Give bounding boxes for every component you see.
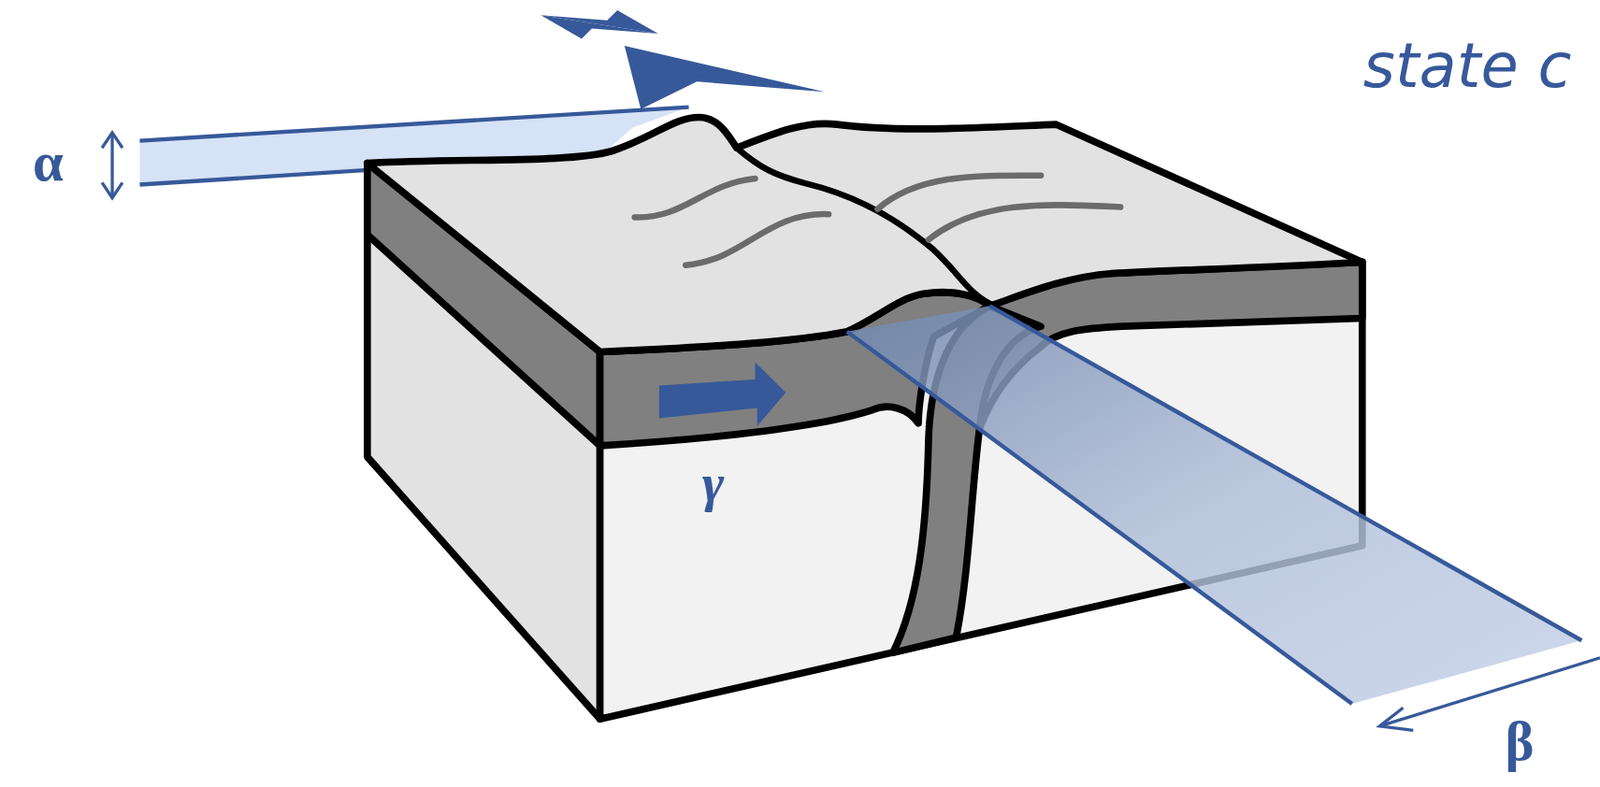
state-label: state c [1363, 34, 1572, 96]
gamma-label: γ [702, 457, 725, 511]
arrow-shaft [110, 134, 114, 196]
arrow-shaft [1379, 658, 1600, 727]
gamma-arrow [659, 361, 786, 427]
alpha-line [139, 107, 689, 142]
beta-line [847, 331, 1353, 705]
block-top-face [367, 116, 1363, 352]
beta-line [989, 305, 1582, 641]
beta-arrow [1379, 658, 1600, 731]
motion-half-arrow [624, 45, 825, 110]
surface-lines [634, 175, 1121, 266]
surface-line [685, 214, 829, 266]
beta-band [847, 305, 1583, 705]
surface-line [928, 204, 1121, 240]
arrow-head [101, 132, 123, 148]
beta-label: β [1505, 714, 1535, 770]
half-arrow [540, 10, 658, 34]
alpha-double-arrow [101, 132, 123, 199]
arrow-head [1379, 707, 1413, 731]
surface-line [634, 178, 756, 218]
motion-double-arrow [540, 10, 658, 40]
alpha-label: α [32, 134, 64, 190]
arrow-head [101, 182, 123, 198]
